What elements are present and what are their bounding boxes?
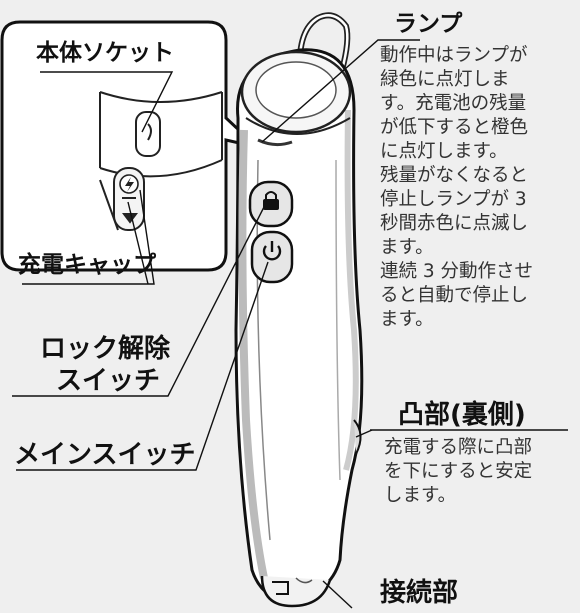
charge-cap-label: 充電キャップ — [18, 252, 156, 278]
lock-release-label-line1: ロック解除 — [40, 334, 171, 364]
lamp-description: 動作中はランプが 緑色に点灯しま す。充電池の残量 が低下すると橙色 に点灯しま… — [380, 45, 534, 330]
connector-part — [260, 575, 332, 608]
protrusion-description: 充電する際に凸部 を下にすると安定 します。 — [384, 437, 533, 506]
lamp-indicator — [257, 138, 293, 147]
leader-lines — [12, 39, 568, 609]
power-icon — [262, 241, 282, 261]
body-socket-label: 本体ソケット — [36, 40, 174, 66]
main-switch-label: メインスイッチ — [14, 440, 196, 470]
lightning-icon — [119, 174, 139, 194]
protrusion-label: 凸部(裏側) — [398, 400, 526, 430]
main-switch-button[interactable] — [250, 230, 294, 284]
padlock-icon — [263, 191, 279, 210]
lamp-label: ランプ — [394, 11, 463, 37]
inset-frame — [0, 20, 263, 272]
lock-release-label-line2: スイッチ — [56, 366, 161, 396]
connector-label: 接続部 — [380, 578, 459, 608]
